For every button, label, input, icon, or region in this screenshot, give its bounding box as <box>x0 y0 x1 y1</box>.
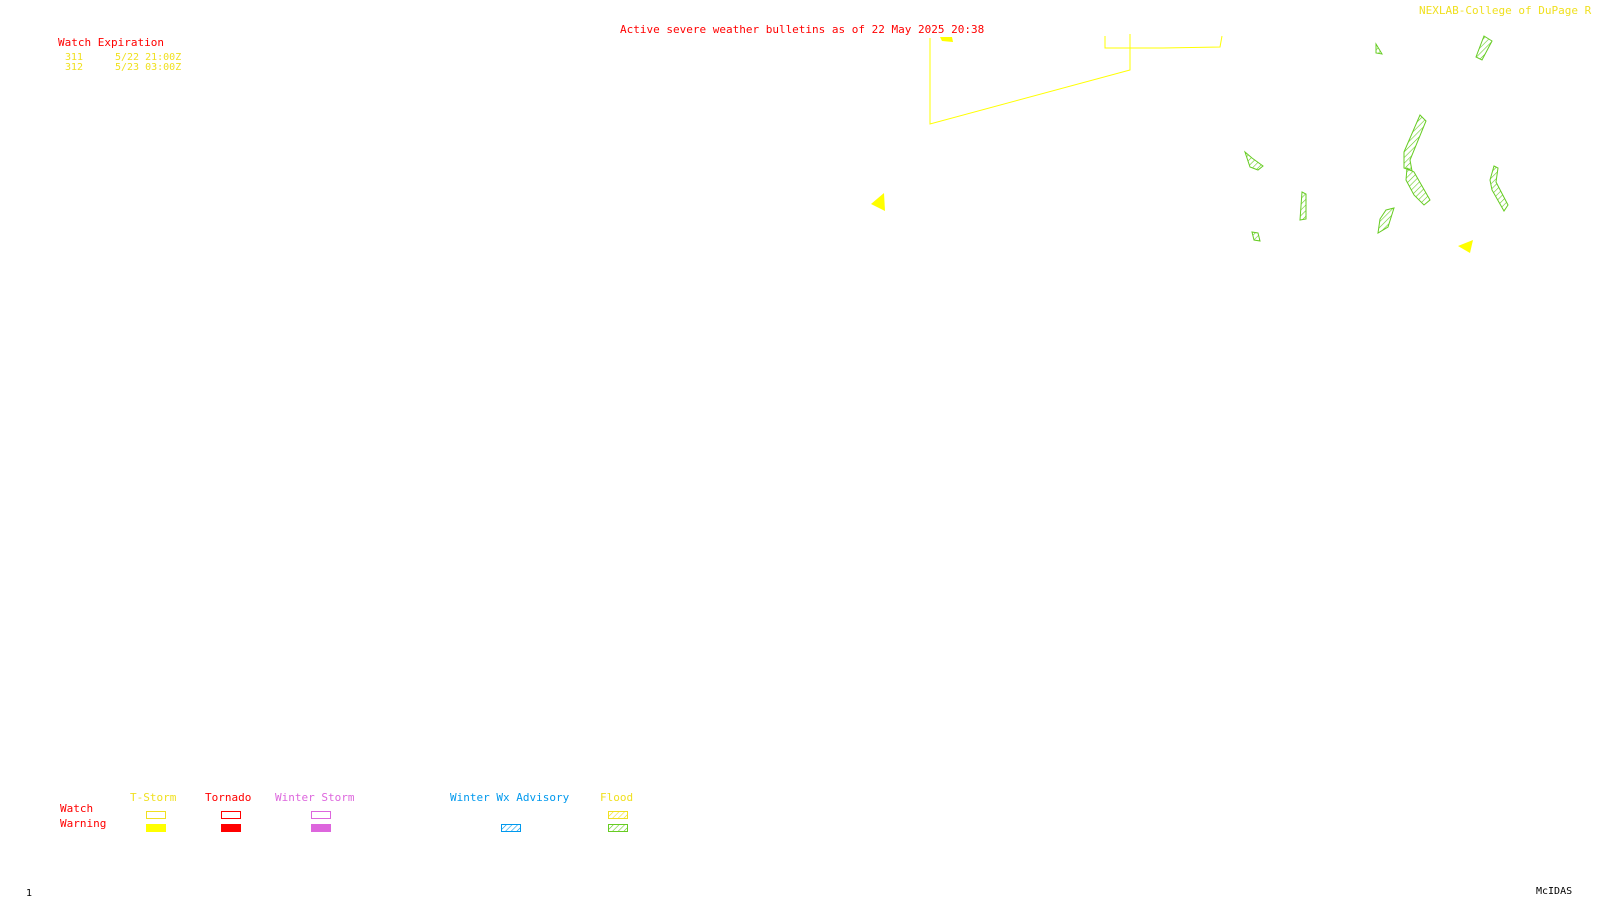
flood-warning-polygon <box>1243 150 1264 171</box>
legend-row-warning: Warning <box>60 817 107 830</box>
legend-tstorm-watch-swatch <box>146 811 166 819</box>
credit-label: NEXLAB-College of DuPage R <box>1419 4 1592 17</box>
tstorm-watch-outline <box>929 34 1131 125</box>
frame-number: 1 <box>26 888 33 899</box>
flood-warning-polygon <box>1475 35 1493 61</box>
flood-warning-polygon <box>1377 207 1395 234</box>
legend-winter-storm-warning-swatch <box>311 824 331 832</box>
legend-row-watch: Watch <box>60 802 94 815</box>
watch-number: 312 <box>65 62 84 73</box>
legend-tornado-label: Tornado <box>205 791 252 804</box>
legend-tstorm-label: T-Storm <box>130 791 177 804</box>
flood-warning-polygon <box>1405 167 1431 206</box>
watch-expiration-heading: Watch Expiration <box>58 36 164 49</box>
legend-winter-storm-watch-swatch <box>311 811 331 819</box>
tstorm-warning-polygon <box>1458 240 1473 253</box>
flood-warning-polygon <box>1489 165 1509 212</box>
legend-flood-warning-swatch <box>608 824 628 832</box>
watch-number: 311 <box>65 52 84 63</box>
legend-winter-wx-advisory-swatch <box>501 824 521 832</box>
legend-tstorm-warning-swatch <box>146 824 166 832</box>
flood-warning-polygon <box>1375 42 1383 55</box>
flood-warning-polygon <box>1299 191 1307 221</box>
tstorm-warning-polygon <box>940 37 953 42</box>
flood-warning-polygon <box>1251 231 1261 242</box>
legend-flood-watch-swatch <box>608 811 628 819</box>
page-title: Active severe weather bulletins as of 22… <box>620 23 985 36</box>
watch-expires: 5/23 03:00Z <box>115 62 182 73</box>
legend-winter-wx-advisory-label: Winter Wx Advisory <box>450 791 570 804</box>
legend-tornado-watch-swatch <box>221 811 241 819</box>
watch-expires: 5/22 21:00Z <box>115 52 182 63</box>
legend-flood-label: Flood <box>600 791 634 804</box>
legend-winter-storm-label: Winter Storm <box>275 791 355 804</box>
tstorm-warning-polygon <box>871 193 885 211</box>
software-label: McIDAS <box>1536 886 1573 897</box>
legend-tornado-warning-swatch <box>221 824 241 832</box>
tstorm-watch-outline-2 <box>1104 35 1223 49</box>
flood-warning-polygon <box>1403 114 1427 172</box>
